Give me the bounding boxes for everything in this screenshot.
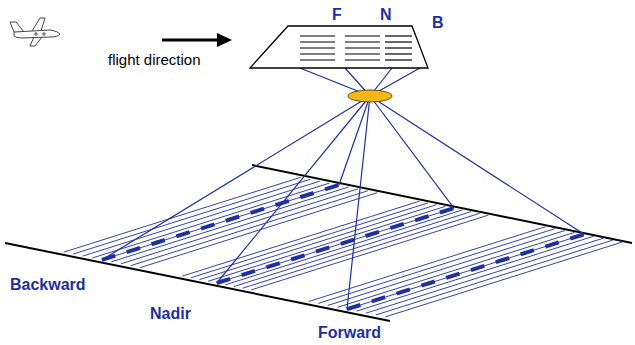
scan-line xyxy=(131,191,368,266)
scan-line xyxy=(251,215,488,290)
view-label: Nadir xyxy=(150,305,191,323)
scan-line xyxy=(102,185,339,260)
ccd-line xyxy=(385,59,412,60)
ground-strips xyxy=(64,177,623,317)
direction-label: flight direction xyxy=(108,52,201,69)
focal-plane xyxy=(250,26,428,68)
scan-line xyxy=(309,227,546,302)
ccd-line xyxy=(345,53,380,54)
scan-line xyxy=(347,234,584,309)
view-rays xyxy=(102,68,584,309)
ccd-line xyxy=(385,47,412,48)
ccd-line xyxy=(300,53,335,54)
scan-line xyxy=(318,229,555,304)
view-label: Backward xyxy=(10,276,86,294)
view-ray xyxy=(217,96,370,283)
lens xyxy=(348,90,392,102)
scan-line xyxy=(73,179,310,254)
scan-line xyxy=(182,201,419,276)
ccd-lines xyxy=(300,36,412,60)
ccd-line xyxy=(345,41,380,42)
scan-line xyxy=(64,177,301,252)
arrow-head xyxy=(217,33,232,47)
scan-line xyxy=(234,212,471,287)
line-letter: F xyxy=(332,6,342,24)
ground-edge xyxy=(5,243,390,321)
ccd-footprint xyxy=(102,185,339,260)
view-ray xyxy=(370,96,454,208)
ccd-line xyxy=(345,35,380,36)
scan-line xyxy=(328,231,565,306)
ccd-line xyxy=(345,59,380,60)
ccd-line xyxy=(300,47,335,48)
ccd-line xyxy=(385,35,412,36)
line-letter: N xyxy=(380,6,392,24)
direction-arrow xyxy=(162,39,220,42)
scan-line xyxy=(225,210,462,285)
scan-line xyxy=(83,181,320,256)
scan-line xyxy=(208,206,445,281)
ccd-line xyxy=(345,47,380,48)
scan-line xyxy=(385,242,622,317)
view-label: Forward xyxy=(318,324,381,342)
view-ray xyxy=(370,96,584,234)
scan-line xyxy=(366,238,603,313)
line-letter: B xyxy=(432,14,444,32)
airplane-icon xyxy=(10,18,60,46)
scan-line xyxy=(111,187,348,262)
ccd-line xyxy=(300,35,335,36)
scan-line xyxy=(243,213,480,288)
scan-line xyxy=(376,240,613,315)
ccd-line xyxy=(385,41,412,42)
ccd-line xyxy=(385,53,412,54)
view-ray xyxy=(102,96,370,260)
ccd-footprint xyxy=(347,234,584,309)
ccd-line xyxy=(300,41,335,42)
view-ray xyxy=(347,96,370,309)
scan-line xyxy=(191,203,428,278)
scan-line xyxy=(337,232,574,307)
scan-line xyxy=(357,236,594,311)
scan-line xyxy=(92,183,329,258)
ccd-line xyxy=(300,59,335,60)
